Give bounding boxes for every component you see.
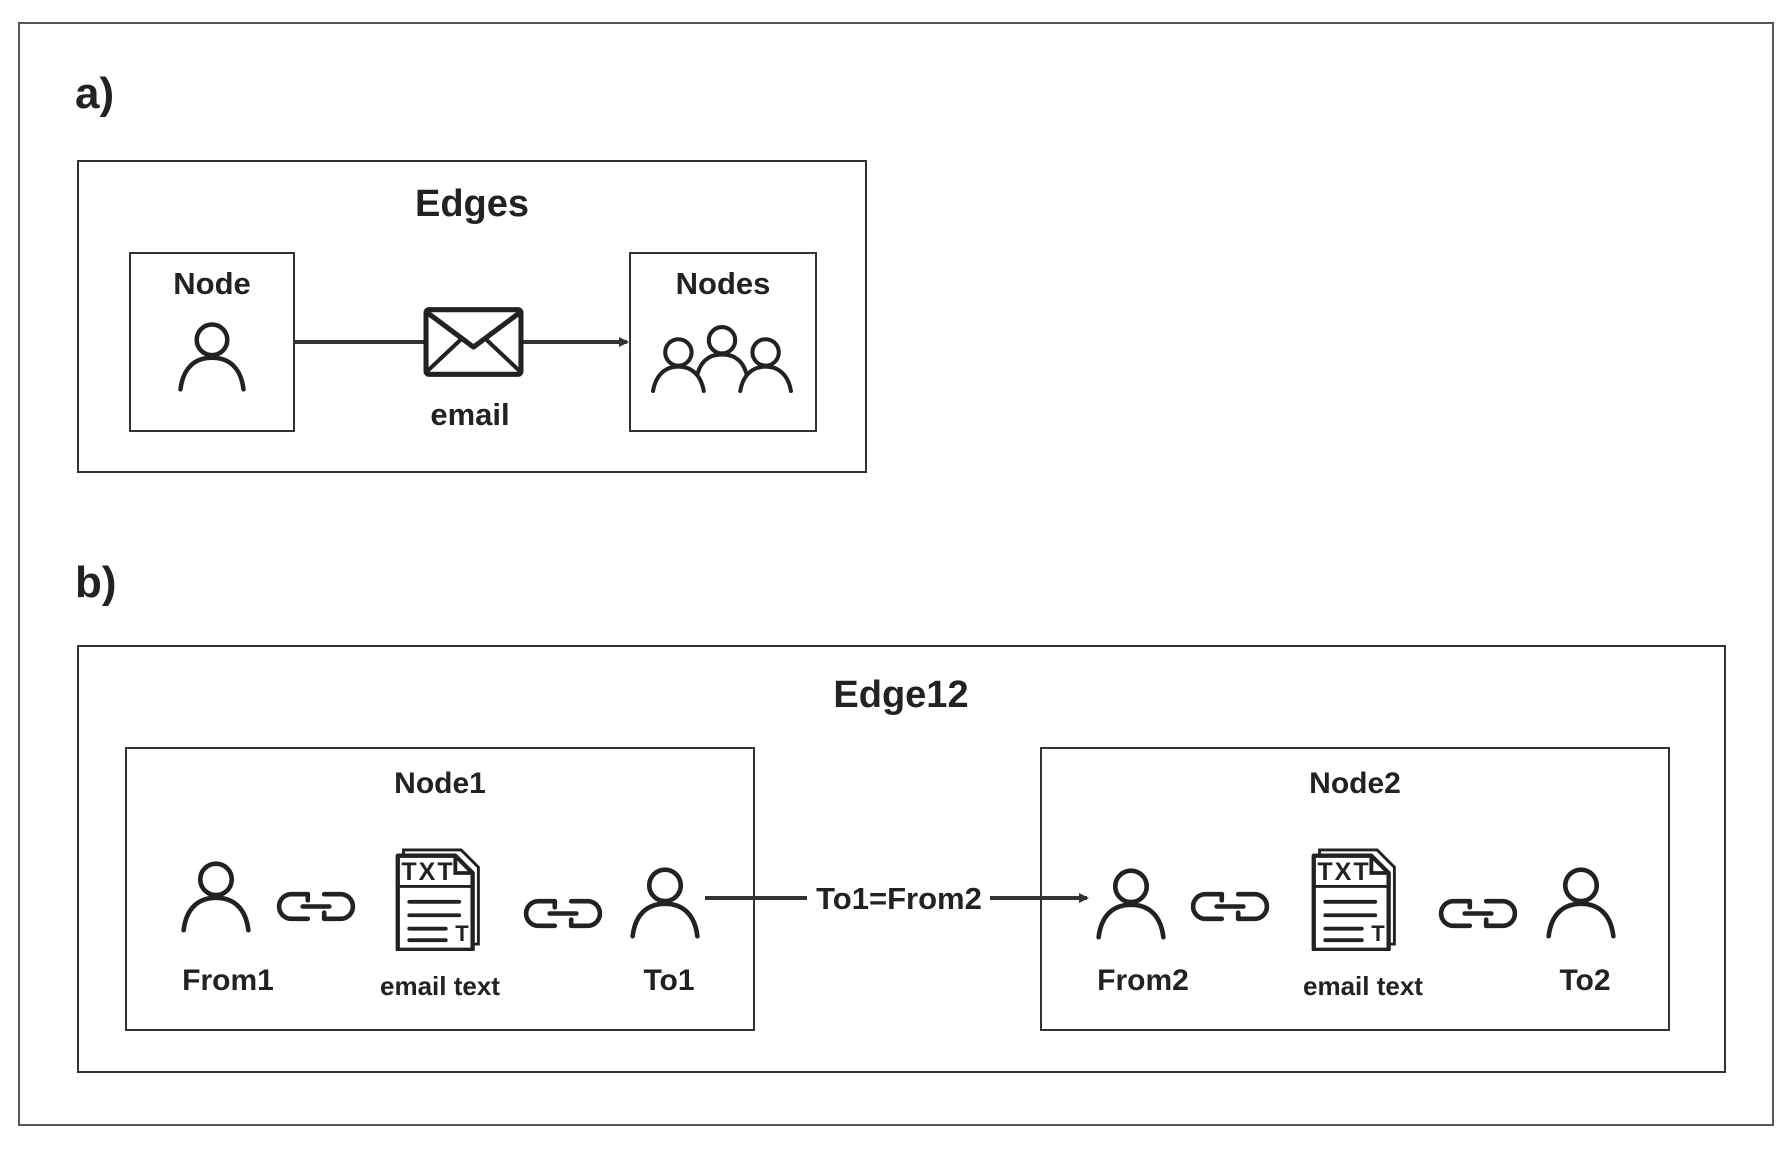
to2-label: To2 — [1559, 964, 1610, 997]
node1-title: Node1 — [394, 767, 486, 800]
panel-a: a) Edges Node email Nodes — [75, 69, 867, 473]
panel-a-label: a) — [75, 69, 114, 118]
connector-label: To1=From2 — [816, 881, 982, 916]
node1-box[interactable] — [125, 747, 755, 1031]
doc1-badge: TXT — [401, 858, 454, 886]
node2-group: Node2 From2 TXT T email text To2 — [1040, 747, 1670, 1031]
envelope-icon — [426, 310, 521, 375]
to1-label: To1 — [643, 964, 694, 997]
doc2-label: email text — [1303, 971, 1423, 1001]
person-icon — [184, 864, 249, 931]
edges-box — [77, 160, 867, 473]
sender-node-title: Node — [173, 266, 251, 301]
link-icon — [1193, 894, 1267, 919]
node2-box[interactable] — [1040, 747, 1670, 1031]
outer-frame — [18, 22, 1774, 1126]
panel-b: b) Edge12 Node1 From1 TXT T email text T… — [75, 558, 1726, 1073]
node2-title: Node2 — [1309, 767, 1401, 800]
person-icon — [181, 325, 244, 390]
link-icon — [279, 894, 353, 919]
receivers-node-title: Nodes — [676, 266, 771, 301]
edges-title: Edges — [415, 183, 529, 225]
edge12-title: Edge12 — [833, 674, 968, 716]
panel-b-label: b) — [75, 558, 117, 607]
doc1-corner: T — [455, 921, 469, 946]
email-label: email — [430, 397, 509, 432]
node1-group: Node1 From1 TXT T email text To1 — [125, 747, 755, 1031]
receivers-node-box[interactable] — [629, 252, 817, 432]
group-icon — [653, 327, 791, 391]
person-icon — [1099, 871, 1164, 938]
doc2-badge: TXT — [1317, 858, 1370, 886]
doc1-label: email text — [380, 971, 500, 1001]
sender-node-box[interactable] — [129, 252, 295, 432]
from2-label: From2 — [1097, 964, 1189, 997]
edge12-box — [77, 645, 1726, 1073]
doc2-corner: T — [1371, 921, 1385, 946]
from1-label: From1 — [182, 964, 274, 997]
link-icon — [526, 901, 600, 926]
person-icon — [1549, 870, 1614, 937]
person-icon — [633, 870, 698, 937]
link-icon — [1441, 901, 1515, 926]
